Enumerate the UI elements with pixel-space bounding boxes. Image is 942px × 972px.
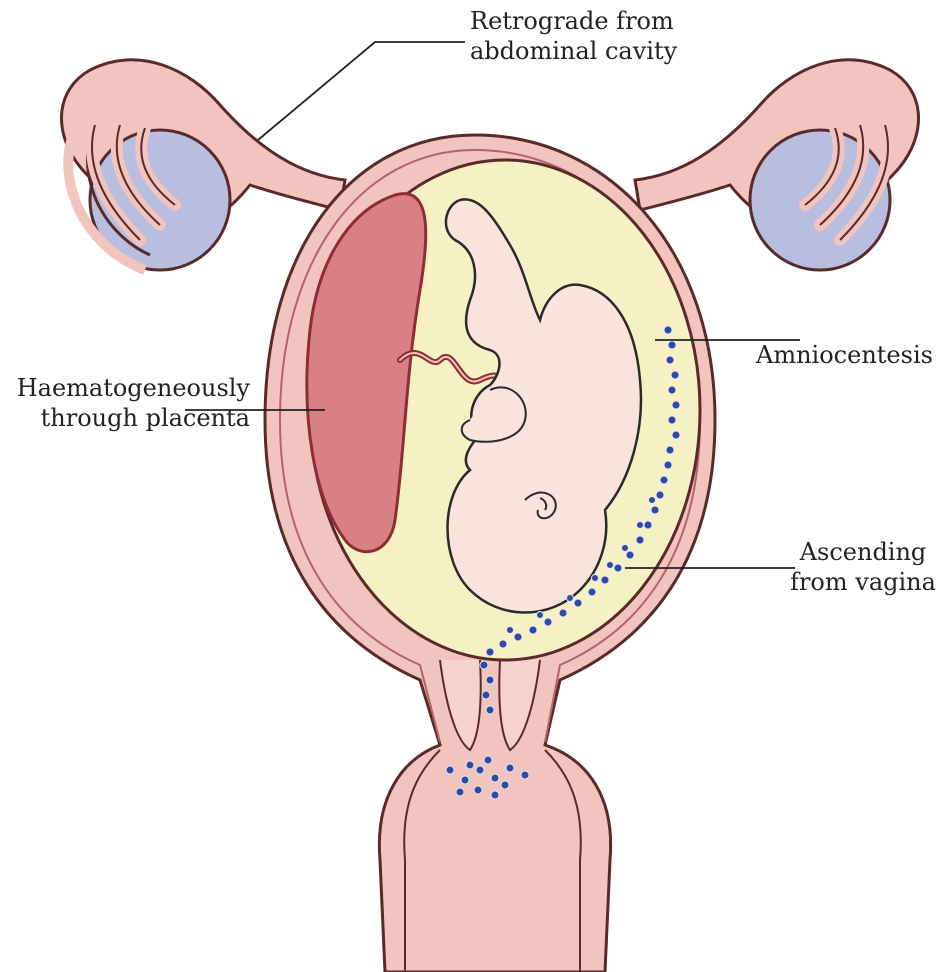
- label-retrograde: Retrograde from abdominal cavity: [470, 6, 677, 66]
- label-amniocentesis-text: Amniocentesis: [756, 340, 933, 370]
- label-haematogeneous-line2: through placenta: [10, 403, 250, 433]
- label-retrograde-line2: abdominal cavity: [470, 36, 677, 66]
- label-ascending-line2: from vagina: [788, 567, 938, 597]
- leader-retrograde: [258, 42, 465, 140]
- label-ascending-line1: Ascending: [788, 537, 938, 567]
- label-haematogeneous-line1: Haematogeneously: [10, 373, 250, 403]
- left-ovary: [68, 125, 230, 270]
- label-retrograde-line1: Retrograde from: [470, 6, 677, 36]
- label-haematogeneous: Haematogeneously through placenta: [10, 373, 250, 433]
- label-amniocentesis: Amniocentesis: [756, 340, 933, 370]
- label-ascending: Ascending from vagina: [788, 537, 938, 597]
